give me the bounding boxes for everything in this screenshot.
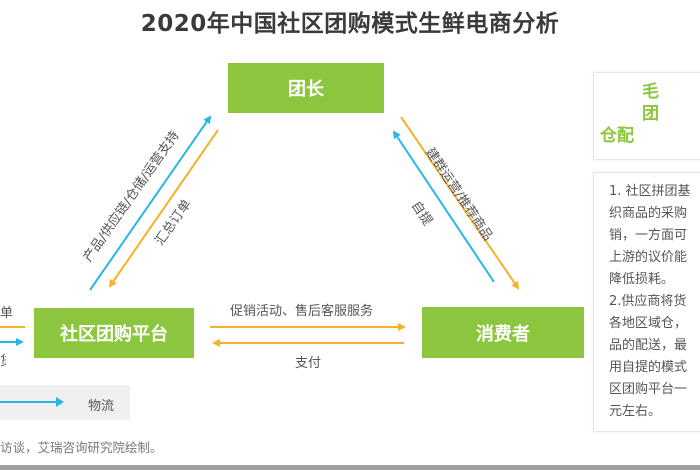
side-body-line: 销，一方面可 [609,228,688,243]
node-community-platform-label: 社区团购平台 [60,324,168,345]
side-body-line: 降低损耗。 [609,272,675,287]
side-panel-header: 毛 团 仓配 [593,72,700,160]
side-body-line: 各地区域仓， [609,316,688,331]
left-fragment-upper: 单 [0,306,14,321]
bottom-divider [0,465,700,470]
arrow-consumer-to-leader [392,130,495,283]
node-consumer: 消费者 [422,307,584,358]
legend-logistics-label: 物流 [88,399,115,414]
side-header-line-2: 团 [642,104,659,124]
side-body-line: 1. 社区拼团基 [609,184,691,199]
side-body-line: 元左右。 [609,404,662,419]
arrow-leader-to-consumer [400,116,520,290]
arrow-platform-to-leader [89,115,212,291]
node-group-leader: 团长 [228,63,384,113]
legend-logistics-arrow [0,397,64,407]
side-body-line: 2.供应商将货 [609,294,687,309]
left-fragment-lower: 货 [0,350,6,369]
node-consumer-label: 消费者 [476,323,530,345]
side-header-line-1: 毛 [642,82,659,102]
side-body-line: 织商品的采购 [609,206,688,221]
arrow-leader-to-platform [108,129,219,288]
edge-label-platform-to-consumer: 促销活动、售后客服服务 [230,304,374,319]
side-body-line: 用自提的模式 [609,360,688,375]
side-body-line: 品的配送，最 [609,338,688,353]
source-note: 访谈，艾瑞咨询研究院绘制。 [0,440,163,455]
node-community-platform: 社区团购平台 [34,308,194,358]
side-body-line: 上游的议价能 [609,250,688,265]
side-body-line: 区团购平台一 [609,382,688,397]
side-header-line-3: 仓配 [600,126,634,146]
node-group-leader-label: 团长 [288,79,324,100]
edge-label-consumer-to-platform: 支付 [295,356,322,371]
page-title: 2020年中国社区团购模式生鲜电商分析 [140,11,560,37]
side-panel-body: 1. 社区拼团基 织商品的采购 销，一方面可 上游的议价能 降低损耗。 2.供应… [593,172,700,432]
